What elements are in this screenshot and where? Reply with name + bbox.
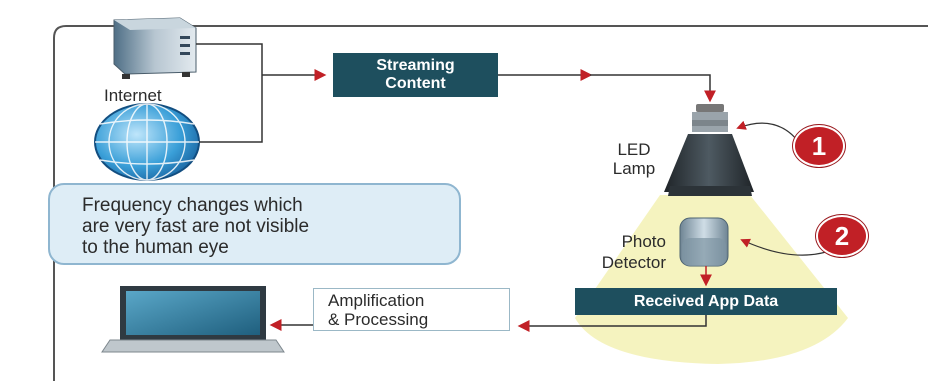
server-icon xyxy=(113,17,197,79)
amplification-line1: Amplification xyxy=(328,290,425,310)
received-app-data-box: Received App Data xyxy=(575,288,837,315)
callout-line1: Frequency changes which xyxy=(82,195,303,216)
globe-icon xyxy=(94,103,200,181)
photo-detector-line1: Photo xyxy=(621,232,666,251)
frequency-callout: Frequency changes which are very fast ar… xyxy=(48,183,461,265)
frame-line xyxy=(53,25,928,381)
badge-two: 2 xyxy=(818,217,866,255)
streaming-label-line1: Streaming xyxy=(376,57,455,74)
callout-line3: to the human eye xyxy=(82,237,229,258)
monitor-icon xyxy=(101,286,285,353)
led-lamp-line2: Lamp xyxy=(612,159,656,178)
internet-label: Internet xyxy=(104,86,162,105)
arrow-badge1 xyxy=(736,120,804,149)
photo-detector-icon xyxy=(679,217,729,267)
badge-one: 1 xyxy=(795,127,843,165)
streaming-label-line2: Content xyxy=(385,75,446,92)
led-lamp-line1: LED xyxy=(617,140,651,159)
line-received-to-amp xyxy=(517,315,707,332)
photo-detector-line2: Detector xyxy=(601,253,666,272)
led-bulb-icon xyxy=(664,104,754,196)
arrow-badge2 xyxy=(740,238,827,256)
amplification-line2: & Processing xyxy=(328,309,429,329)
photo-detector-label: Photo Detector xyxy=(566,231,666,273)
connector-server-globe xyxy=(196,43,263,143)
amplification-box: Amplification & Processing xyxy=(313,288,510,331)
led-lamp-label: LED Lamp xyxy=(605,140,663,178)
callout-line2: are very fast are not visible xyxy=(82,216,310,237)
streaming-content-box: Streaming Content xyxy=(333,53,498,97)
line-to-lamp xyxy=(590,74,716,103)
